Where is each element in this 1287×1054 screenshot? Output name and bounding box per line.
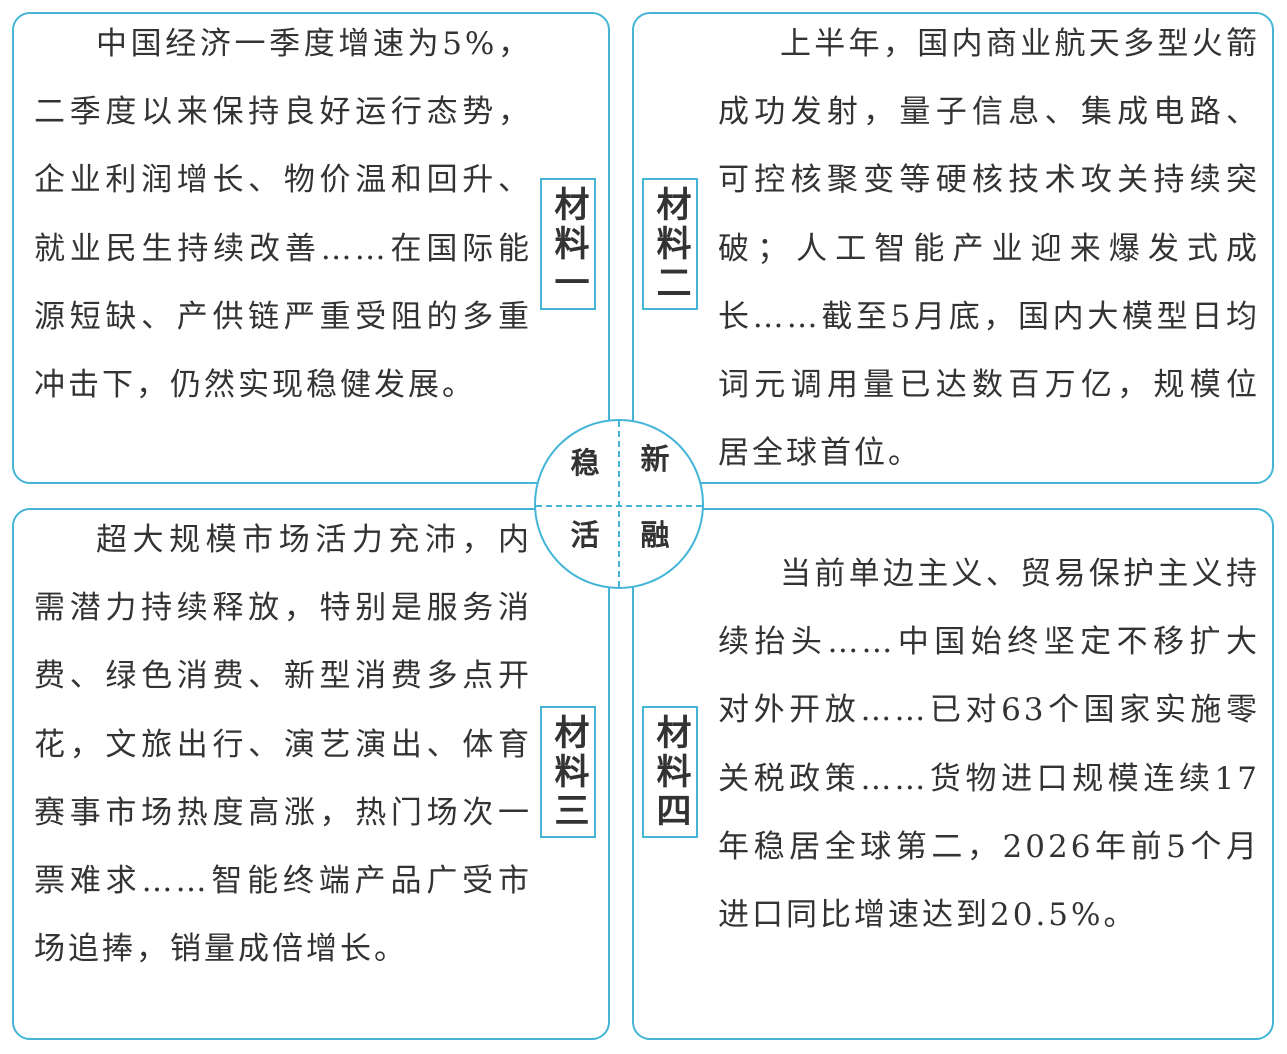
material-four-label-text: 材料四 [650,713,691,831]
material-one-label-text: 材料一 [548,185,589,303]
material-three-panel [12,508,610,1040]
center-keyword-circle: 稳 新 活 融 [534,419,704,589]
center-keyword-top-right: 新 [640,442,670,476]
material-one-panel [12,12,610,484]
material-two-label: 材料二 [642,178,698,310]
material-one-label: 材料一 [540,178,596,310]
material-two-label-text: 材料二 [650,185,691,303]
center-keyword-bottom-right: 融 [640,518,670,552]
center-keyword-bottom-left: 活 [570,518,600,552]
material-three-label-text: 材料三 [548,713,589,831]
material-two-panel [632,12,1274,484]
material-one-text: 中国经济一季度增速为5%，二季度以来保持良好运行态势，企业利润增长、物价温和回升… [34,26,532,404]
material-four-text: 当前单边主义、贸易保护主义持续抬头……中国始终坚定不移扩大对外开放……已对63个… [718,556,1260,934]
material-three-text: 超大规模市场活力充沛，内需潜力持续释放，特别是服务消费、绿色消费、新型消费多点开… [34,522,532,968]
material-four-label: 材料四 [642,706,698,838]
center-keyword-top-left: 稳 [570,446,600,480]
center-vertical-divider [618,421,620,587]
material-four-panel [632,508,1274,1040]
material-three-label: 材料三 [540,706,596,838]
material-two-text: 上半年，国内商业航天多型火箭成功发射，量子信息、集成电路、可控核聚变等硬核技术攻… [718,26,1260,472]
